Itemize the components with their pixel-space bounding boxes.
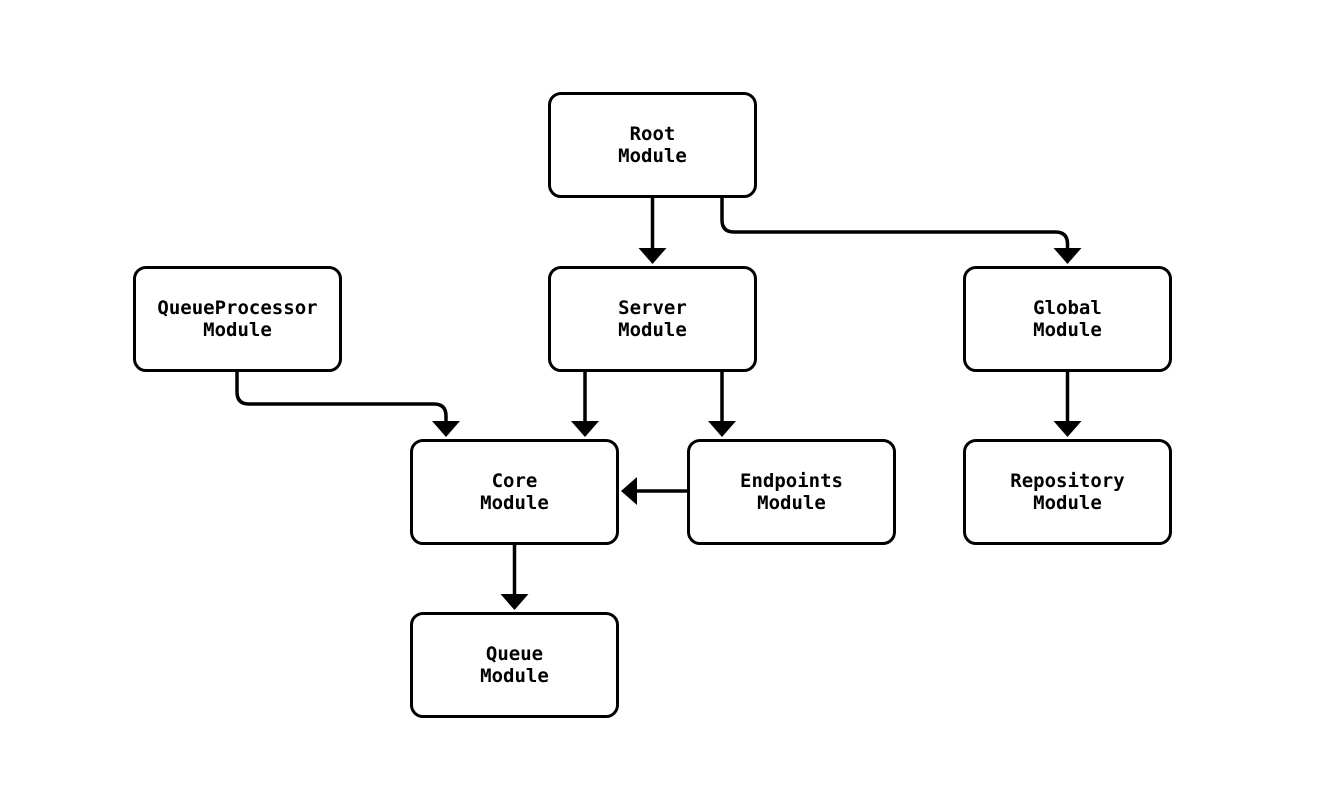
node-global-module-label: Global Module [1033, 297, 1102, 341]
edge-root-to-global [720, 198, 1082, 264]
node-endpoints-module: Endpoints Module [687, 439, 896, 545]
node-endpoints-module-label: Endpoints Module [740, 470, 843, 514]
node-root-module-label: Root Module [618, 123, 687, 167]
node-queue-module: Queue Module [410, 612, 619, 718]
node-core-module: Core Module [410, 439, 619, 545]
node-queueprocessor-module-label: QueueProcessor Module [157, 297, 318, 341]
node-repository-module: Repository Module [963, 439, 1172, 545]
node-core-module-label: Core Module [480, 470, 549, 514]
edge-queueprocessor-to-core [235, 372, 460, 437]
node-queue-module-label: Queue Module [480, 643, 549, 687]
node-server-module-label: Server Module [618, 297, 687, 341]
node-queueprocessor-module: QueueProcessor Module [133, 266, 342, 372]
node-server-module: Server Module [548, 266, 757, 372]
node-global-module: Global Module [963, 266, 1172, 372]
node-repository-module-label: Repository Module [1010, 470, 1125, 514]
node-root-module: Root Module [548, 92, 757, 198]
